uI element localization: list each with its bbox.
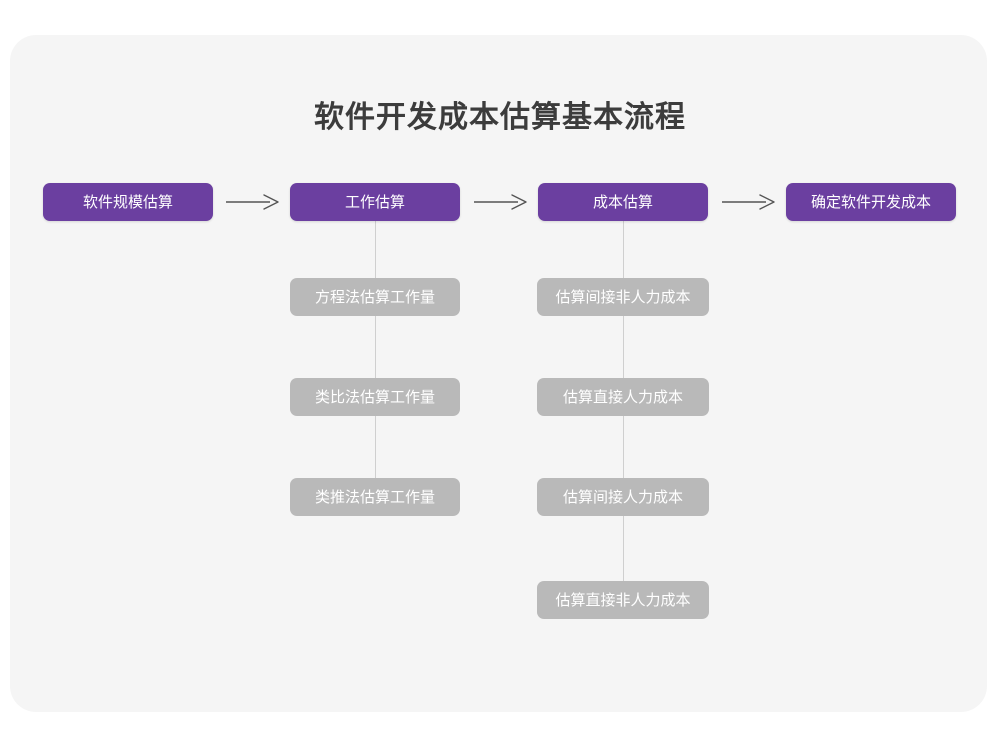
main-step-step-3[interactable]: 成本估算 [538,183,708,221]
page-title: 软件开发成本估算基本流程 [314,101,686,134]
main-step-step-2[interactable]: 工作估算 [290,183,460,221]
flow-arrow-icon-arrow-3 [722,192,775,212]
node-label: 确定软件开发成本 [810,193,931,211]
substep-work-2[interactable]: 类比法估算工作量 [290,378,460,416]
node-label: 软件规模估算 [82,193,173,211]
node-label: 估算间接人力成本 [562,488,683,506]
diagram-card [10,35,987,712]
substep-cost-2[interactable]: 估算直接人力成本 [537,378,709,416]
node-label: 工作估算 [344,193,405,211]
main-step-step-4[interactable]: 确定软件开发成本 [786,183,956,221]
flow-arrow-icon-arrow-1 [226,192,279,212]
node-label: 方程法估算工作量 [314,288,435,306]
connector-line-vconn-a-3 [375,416,376,478]
main-step-step-1[interactable]: 软件规模估算 [43,183,213,221]
substep-cost-3[interactable]: 估算间接人力成本 [537,478,709,516]
substep-work-3[interactable]: 类推法估算工作量 [290,478,460,516]
node-label: 类比法估算工作量 [314,388,435,406]
node-label: 成本估算 [592,193,653,211]
connector-line-vconn-b-2 [623,316,624,378]
connector-line-vconn-a-1 [375,221,376,278]
connector-line-vconn-b-4 [623,516,624,581]
substep-work-1[interactable]: 方程法估算工作量 [290,278,460,316]
node-label: 估算直接非人力成本 [555,591,691,609]
connector-line-vconn-b-3 [623,416,624,478]
flow-arrow-icon-arrow-2 [474,192,527,212]
node-label: 估算直接人力成本 [562,388,683,406]
connector-line-vconn-a-2 [375,316,376,378]
connector-line-vconn-b-1 [623,221,624,278]
substep-cost-1[interactable]: 估算间接非人力成本 [537,278,709,316]
node-label: 估算间接非人力成本 [555,288,691,306]
substep-cost-4[interactable]: 估算直接非人力成本 [537,581,709,619]
node-label: 类推法估算工作量 [314,488,435,506]
